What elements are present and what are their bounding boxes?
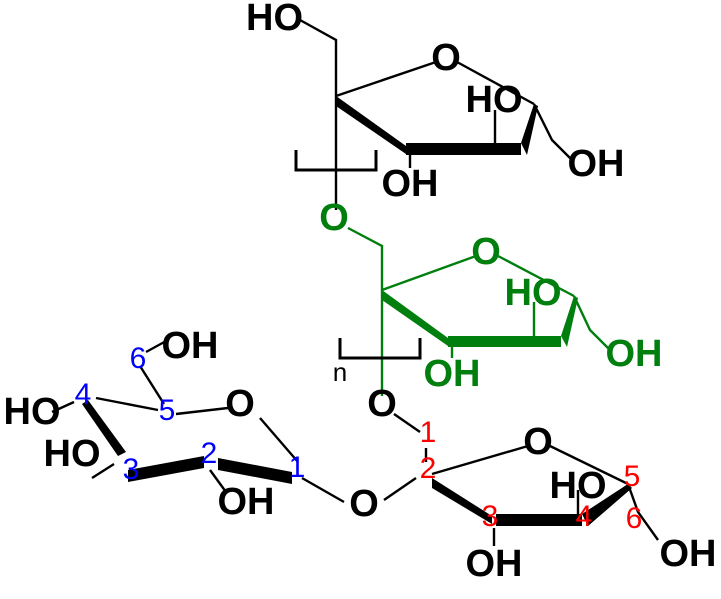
bond-c2-oh-glc: [209, 469, 227, 493]
label-mid-oh-down: OH: [424, 353, 481, 395]
locant-fru-4: 4: [576, 500, 593, 533]
bond-c2-c1-bold-glc: [218, 458, 292, 484]
bond-c1-ch2oh: [299, 18, 338, 96]
label-top-oh-down: OH: [382, 163, 439, 205]
label-fru-ho-c4: HO: [550, 465, 607, 507]
locant-glc-6: 6: [130, 342, 147, 375]
label-top-ring-oxygen: O: [431, 37, 461, 79]
bond-linko-ch2-c2: [347, 226, 384, 290]
bond-ringo-c5-glc: [175, 406, 229, 416]
label-fru-ring-oxygen: O: [523, 421, 553, 463]
bond-c4-ho-glc: [51, 400, 75, 414]
bond-c2-ringo-fru: [431, 444, 529, 476]
terminal-fructose-unit: HO O HO OH OH: [246, 0, 625, 210]
label-mid-ring-oxygen: O: [471, 231, 501, 273]
bond-c3-c4-bold-fru: [496, 514, 582, 526]
bond-c5-ch2oh-right: [532, 103, 573, 161]
bond-c5-c6-glc: [138, 365, 166, 405]
bond-ringo-c5-fru: [549, 444, 629, 486]
locant-fru-3: 3: [482, 500, 499, 533]
bond-c2-c3-wedge-fru: [432, 478, 492, 524]
locant-fru-1: 1: [420, 416, 437, 449]
bond-c4-c5-wedge-green: [561, 296, 578, 347]
label-glc-oh-c6: OH: [162, 325, 219, 367]
locant-fru-2: 2: [420, 452, 437, 485]
bond-ringo-c5-green: [497, 254, 575, 298]
label-link-oxygen-lower: O: [367, 383, 397, 425]
bond-ringo-c5: [456, 60, 535, 106]
label-glycosidic-oxygen: O: [349, 483, 379, 525]
bond-c4-c3-wedge-glc: [82, 400, 126, 456]
bracket-upper: [294, 150, 378, 172]
bond-c5-c6-oh-fru: [626, 483, 659, 541]
bond-c1-ringo-glc: [259, 417, 299, 463]
label-mid-ho-inner: HO: [505, 272, 562, 314]
bond-c4-c5-wedge: [521, 104, 538, 155]
bond-c2-ringo-green: [381, 254, 477, 292]
label-glc-ring-oxygen: O: [225, 383, 255, 425]
locant-glc-5: 5: [159, 394, 176, 427]
bond-c4-c5-wedge-fru: [582, 484, 632, 526]
repeating-fructose-unit: O HO OH OH n: [333, 226, 663, 396]
bond-c2-glycosidic-o: [383, 477, 417, 501]
locant-glc-4: 4: [75, 378, 92, 411]
label-link-oxygen-upper: O: [319, 197, 349, 239]
label-mid-oh-right: OH: [606, 333, 663, 375]
label-glc-ho-c4: HO: [4, 391, 61, 433]
label-top-ho: HO: [246, 0, 303, 39]
bond-linko-c1-fru: [393, 413, 421, 433]
bond-c5-ch2oh-green: [572, 295, 611, 351]
locant-glc-2: 2: [201, 437, 218, 470]
label-fru-oh-c6: OH: [660, 533, 717, 575]
glucopyranose-unit: O HO HO OH OH 1 2 3 4 5 6: [4, 325, 345, 523]
bond-c3-c4-bold-green: [448, 336, 561, 347]
locant-fru-5: 5: [624, 460, 641, 493]
sucrose-fructose-unit: O HO OH OH 1 2 3 4 5 6: [383, 413, 717, 585]
label-glc-oh-c2: OH: [218, 481, 275, 523]
locant-fru-6: 6: [626, 502, 643, 535]
bond-c6-oh-glc: [145, 338, 169, 354]
locant-glc-1: 1: [289, 451, 306, 484]
label-top-ho-inner: HO: [466, 79, 523, 121]
bond-c3-c4-bold: [406, 143, 521, 155]
bond-c5-c4-glc: [95, 396, 159, 412]
bond-c2-c3-wedge: [336, 96, 406, 154]
bond-c3-c2-bold-glc: [128, 456, 204, 482]
locant-glc-3: 3: [123, 453, 140, 486]
bond-c2-ringo: [335, 60, 437, 98]
label-fru-oh-c3: OH: [466, 543, 523, 585]
bond-c1-glycosidic-o: [301, 476, 345, 504]
label-repeat-subscript-n: n: [333, 357, 347, 387]
label-top-oh-right: OH: [568, 143, 625, 185]
bond-c3-ho-glc: [91, 462, 115, 480]
bond-c2-c3-wedge-green: [382, 290, 448, 346]
label-glc-ho-c3: HO: [44, 433, 101, 475]
bracket-lower: [338, 338, 422, 360]
